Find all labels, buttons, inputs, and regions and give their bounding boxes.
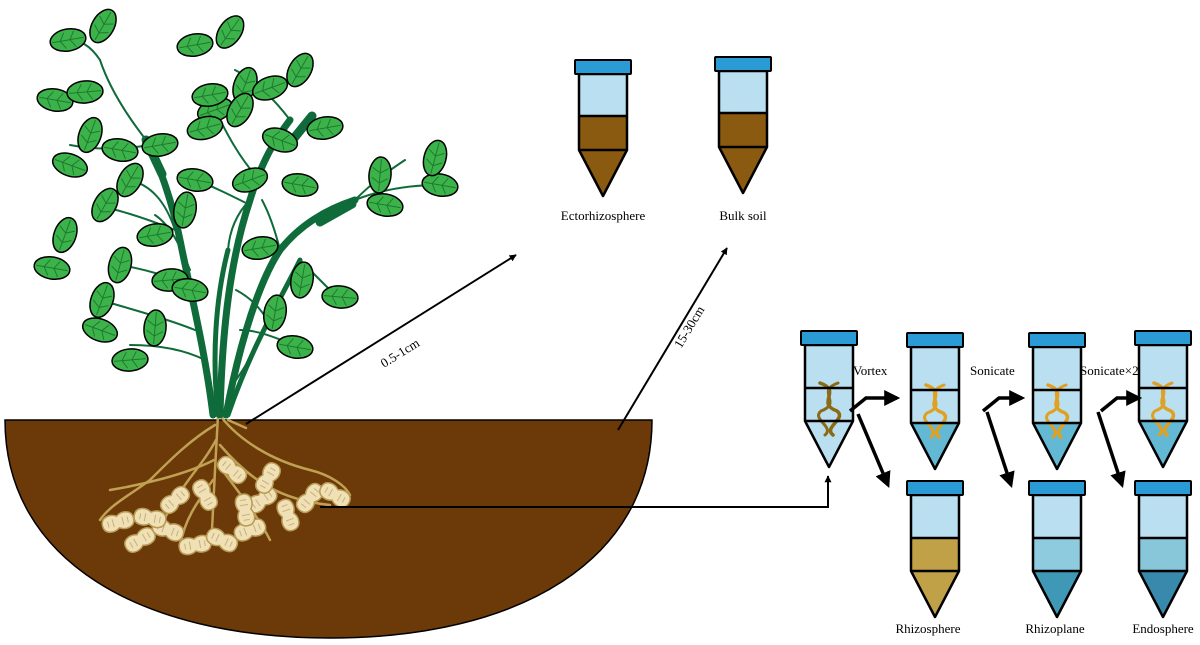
leaf [136, 222, 174, 248]
tube-after-vortex [906, 332, 964, 471]
peanut-pod [276, 498, 300, 532]
tube-rhizosphere [906, 480, 964, 619]
leaf [111, 348, 149, 372]
leaf [286, 52, 314, 88]
arrow-sonicate-right [981, 390, 1026, 413]
tube-root-sample [800, 330, 858, 469]
leaf [33, 255, 71, 281]
leaf [366, 192, 404, 218]
leaf [191, 82, 229, 108]
plant-stems [141, 111, 359, 419]
leaf [368, 156, 392, 194]
leaf [51, 152, 89, 178]
leaf [226, 92, 254, 128]
tube-label-bulk-soil: Bulk soil [719, 208, 767, 223]
leaf [262, 294, 288, 332]
leaf [52, 216, 78, 254]
leaf [261, 127, 299, 153]
tube-after-sonicate [1028, 332, 1086, 471]
leaf [276, 334, 314, 360]
leaf [172, 191, 198, 229]
leaf [81, 317, 119, 343]
step-sonicate-label: Sonicate [970, 363, 1015, 378]
leaf [66, 80, 104, 104]
peanut-pod [234, 493, 256, 527]
peanut-pod [159, 485, 191, 515]
arrow-to-root-tube [320, 475, 832, 508]
soil-mound [4, 419, 653, 639]
peanut-pods [101, 455, 351, 556]
leaf [231, 167, 269, 193]
tube-label-rhizosphere: Rhizosphere [896, 621, 961, 636]
leaf [321, 285, 359, 309]
leaf [143, 309, 167, 347]
leaf [306, 115, 344, 141]
tube-bulk-soil [714, 56, 772, 195]
arrow-to-bulk-soil [617, 247, 728, 431]
peanut-pod [178, 534, 212, 556]
leaf [91, 187, 119, 223]
leaf [176, 32, 214, 58]
peanut-pod [246, 486, 278, 514]
arrow-sonicate-down [985, 411, 1015, 489]
tube-rhizoplane [1028, 480, 1086, 619]
leaf [141, 132, 179, 158]
step-sonicate-repeat-label: Sonicate×2 [1080, 363, 1139, 378]
peanut-pod [216, 455, 248, 485]
processing-arrows [848, 390, 1143, 489]
leaf [171, 277, 209, 303]
leaf [176, 167, 214, 193]
leaf [101, 137, 139, 163]
leaf [107, 246, 133, 284]
peanut-pod [192, 479, 218, 511]
leaf [241, 235, 279, 261]
leaf [36, 87, 74, 113]
peanut-pod [319, 482, 351, 508]
leaf [89, 8, 117, 44]
leaf [422, 139, 448, 177]
sample-tubes [574, 56, 1192, 619]
leaf [89, 281, 115, 319]
leaf [186, 115, 224, 141]
step-vortex-label: Vortex [853, 363, 888, 378]
tube-ectorhizosphere [574, 59, 632, 198]
leaf [49, 27, 87, 53]
arrow-vortex-down [856, 413, 891, 488]
distance-label-ecto: 0.5-1cm [378, 335, 422, 370]
plant-leaves [33, 8, 459, 372]
tube-label-ectorhizosphere: Ectorhizosphere [561, 208, 646, 223]
tube-label-rhizoplane: Rhizoplane [1025, 621, 1084, 636]
peanut-pod [133, 507, 167, 529]
tube-endosphere [1134, 480, 1192, 619]
arrow-sonicate2-down [1096, 411, 1126, 489]
tube-label-endosphere: Endosphere [1132, 621, 1194, 636]
arrow-to-ectorhizosphere [245, 254, 517, 425]
leaf [251, 75, 289, 101]
leaf [215, 15, 245, 49]
arrow-vortex-right [848, 390, 901, 413]
leaf [77, 116, 103, 154]
leaf [421, 172, 459, 198]
leaf [116, 162, 144, 198]
leaf [281, 172, 319, 198]
peanut-pod [255, 462, 281, 494]
peanut-pod [295, 482, 325, 514]
tube-after-sonicate-repeat [1134, 330, 1192, 469]
peanut-pod [205, 527, 239, 553]
arrow-sonicate2-right [1099, 390, 1143, 413]
leaf [289, 261, 315, 299]
